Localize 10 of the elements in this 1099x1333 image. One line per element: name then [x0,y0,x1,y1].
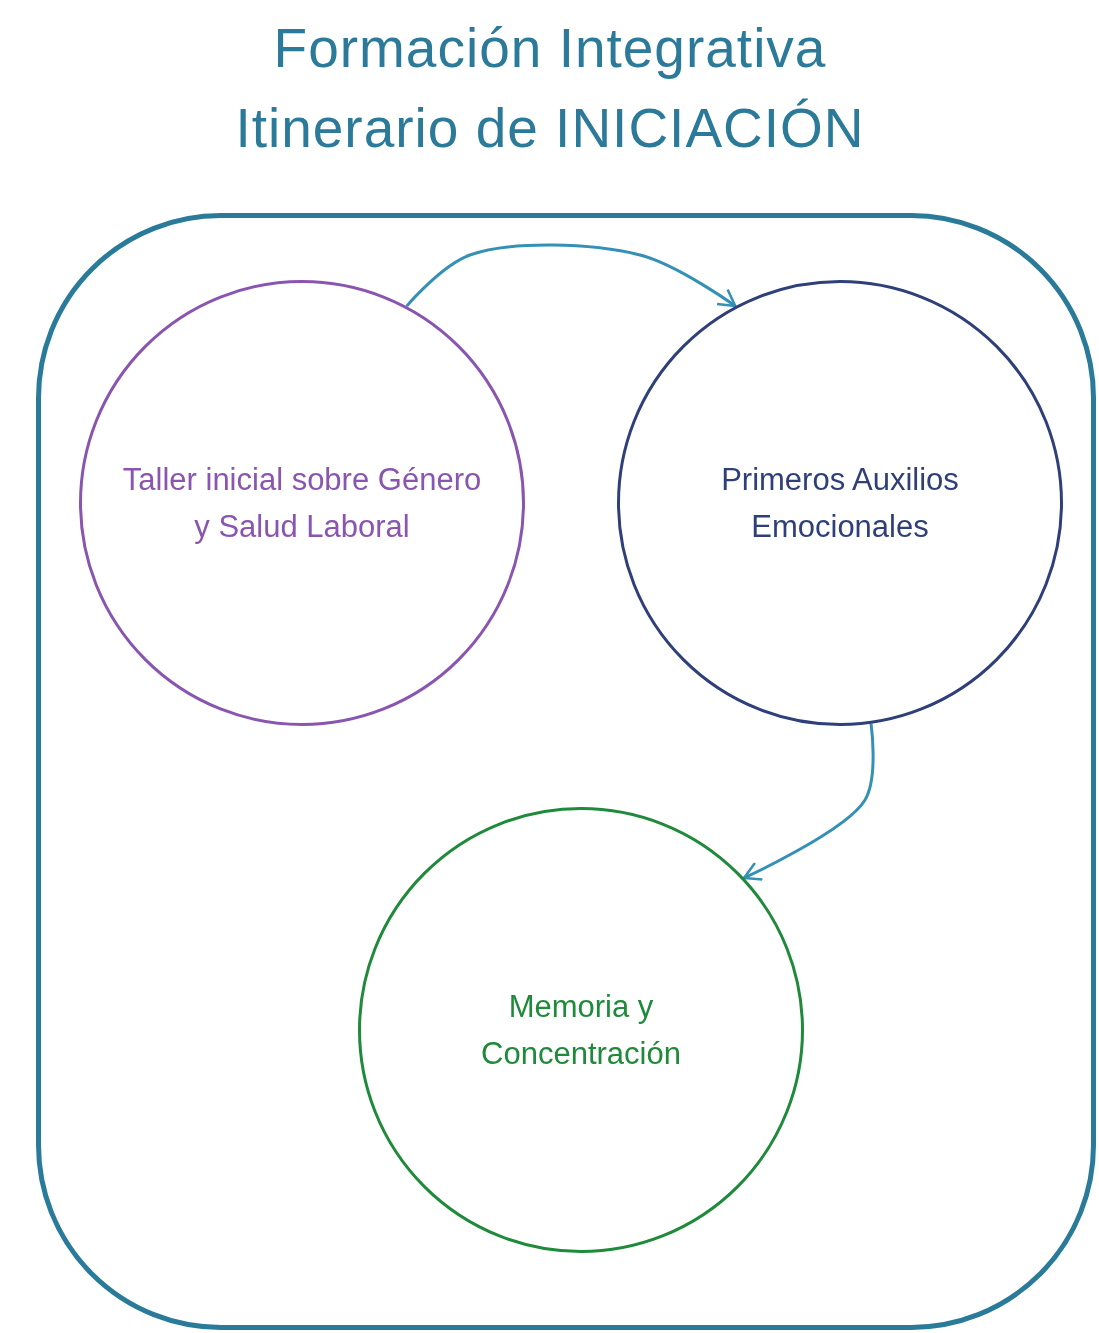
circle-node [617,280,1063,726]
node-label: Taller inicial sobre Género y Salud Laboral [122,461,482,546]
circle-node [358,807,804,1253]
node-label: Primeros Auxilios Emocionales [720,461,960,546]
curved-arrow [742,723,875,881]
circle-node [79,280,525,726]
node-label: Memoria y Concentración [480,988,682,1073]
rounded-frame [36,213,1096,1330]
curved-arrow [405,243,737,308]
title: Formación Integrativa Itinerario de INICIACIÓN [234,16,866,161]
